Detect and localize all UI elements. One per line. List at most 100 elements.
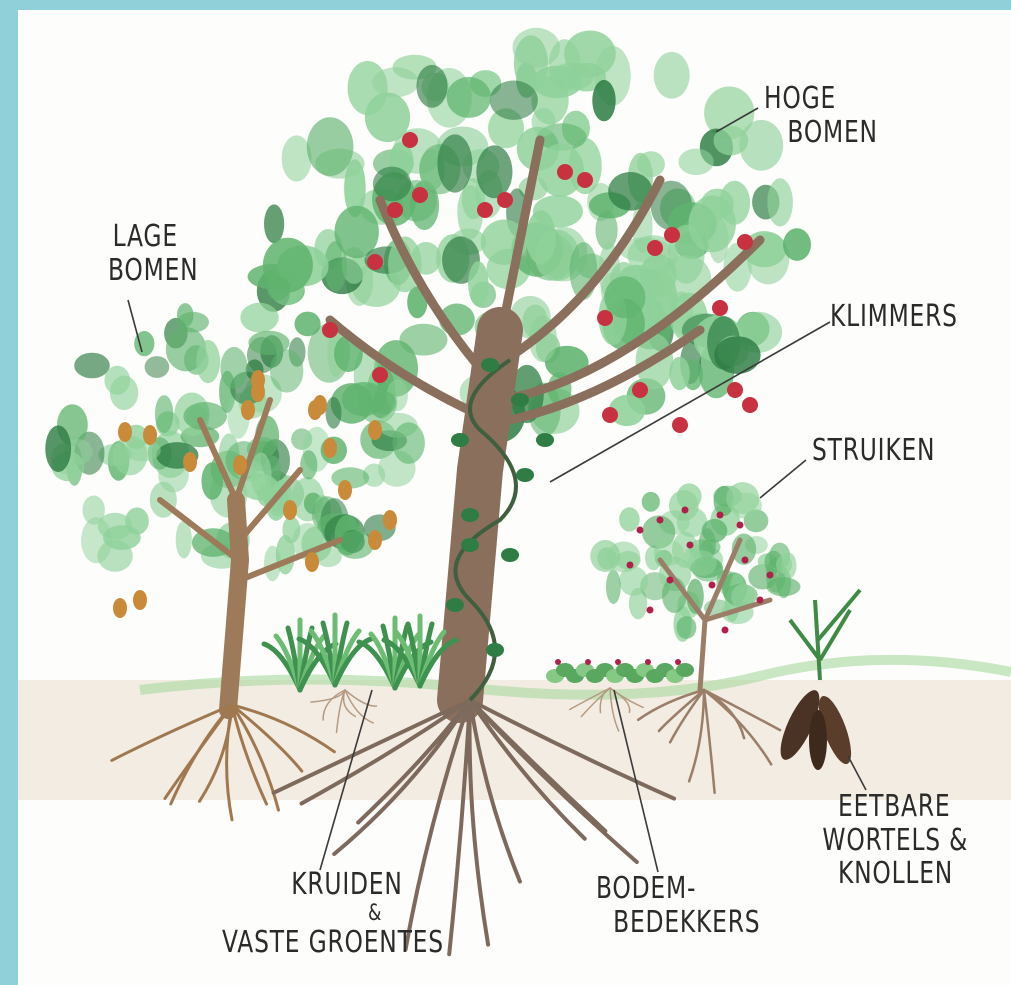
leaf-blob <box>730 493 762 519</box>
label-line: KLIMMERS <box>830 300 958 334</box>
leaf-blob <box>98 513 132 540</box>
leaf-blob <box>264 204 284 243</box>
berry <box>667 577 674 584</box>
leaf-blob <box>619 507 640 531</box>
leaf-blob <box>688 550 717 576</box>
leaf-blob <box>767 178 793 226</box>
apple <box>402 132 418 148</box>
berry <box>682 507 689 514</box>
pear <box>368 420 382 440</box>
leaf-blob <box>714 336 760 374</box>
label-line: BODEM- <box>596 872 760 906</box>
label-line: LAGE <box>108 220 198 254</box>
label-line: WORTELS & <box>822 824 968 858</box>
pear <box>338 480 352 500</box>
apple <box>737 234 753 250</box>
leaf-blob <box>400 324 448 356</box>
label-line: STRUIKEN <box>812 434 935 468</box>
vine-leaf <box>501 548 519 562</box>
leader-struiken <box>760 460 806 498</box>
leaf-blob <box>702 519 728 543</box>
leaf-blob <box>393 422 425 464</box>
groundcover-berry <box>645 659 651 665</box>
label-line: KRUIDEN <box>222 868 444 902</box>
leaf-blob <box>783 228 811 261</box>
label-struiken: STRUIKEN <box>812 434 935 468</box>
berry <box>737 522 744 529</box>
leaf-blob <box>45 425 71 472</box>
leaf-blob <box>196 340 220 383</box>
label-line: HOGE <box>764 82 878 116</box>
leaf-blob <box>348 61 388 115</box>
leaf-blob <box>342 382 386 416</box>
leaf-blob <box>267 276 289 300</box>
berry <box>647 607 654 614</box>
label-lage-bomen: LAGE BOMEN <box>108 220 198 287</box>
leaf-blob <box>416 65 447 108</box>
leaf-blob <box>447 77 491 118</box>
apple <box>672 417 688 433</box>
leaf-blob <box>678 149 713 175</box>
vine-leaf <box>536 433 554 447</box>
vine-leaf <box>461 508 479 522</box>
leaf-blob <box>125 440 161 462</box>
apple <box>367 254 383 270</box>
apple <box>602 407 618 423</box>
pear <box>283 500 297 520</box>
berry <box>687 542 694 549</box>
label-bodembedekkers: BODEM- BEDEKKERS <box>596 872 760 939</box>
leaf-blob <box>654 52 690 99</box>
leaf-blob <box>220 347 247 389</box>
pear <box>241 400 255 420</box>
pear <box>368 530 382 550</box>
label-line: KNOLLEN <box>838 857 968 891</box>
pear <box>143 425 157 445</box>
groundcover-leaf <box>676 663 694 677</box>
leaf-blob <box>767 577 801 596</box>
berry <box>657 517 664 524</box>
leaf-blob <box>468 261 488 306</box>
pear <box>183 452 197 472</box>
vine-leaf <box>446 598 464 612</box>
apple <box>632 382 648 398</box>
groundcover-berry <box>675 659 681 665</box>
apple <box>727 382 743 398</box>
leaf-blob <box>476 145 512 198</box>
pear <box>113 598 127 618</box>
label-eetbare-wortels: EETBARE WORTELS & KNOLLEN <box>838 790 968 891</box>
leaf-blob <box>74 353 110 379</box>
apple <box>577 172 593 188</box>
berry <box>717 512 724 519</box>
berry <box>757 597 764 604</box>
pear <box>133 590 147 610</box>
pear <box>323 438 337 458</box>
leaf-blob <box>642 492 660 512</box>
pear <box>233 455 247 475</box>
berry <box>709 582 716 589</box>
leaf-blob <box>590 540 620 572</box>
pear <box>118 422 132 442</box>
leaf-blob <box>145 356 170 378</box>
leaf-blob <box>533 195 583 228</box>
leaf-blob <box>437 134 472 192</box>
leaf-blob <box>604 276 645 318</box>
apple <box>387 202 403 218</box>
apple <box>647 240 663 256</box>
label-line: BOMEN <box>108 254 198 288</box>
label-line: VASTE GROENTES <box>222 926 444 960</box>
pear <box>313 395 327 415</box>
apple <box>557 164 573 180</box>
pear <box>305 552 319 572</box>
leaf-blob <box>300 450 317 479</box>
label-line: EETBARE <box>838 790 968 824</box>
leaf-blob <box>295 312 321 337</box>
groundcover-berry <box>615 659 621 665</box>
leaf-blob <box>677 483 702 509</box>
apple <box>742 397 758 413</box>
leaf-blob <box>248 331 289 355</box>
leaf-blob <box>592 80 615 121</box>
label-kruiden: KRUIDEN & VASTE GROENTES <box>222 868 444 960</box>
leaf-blob <box>606 569 621 604</box>
apple <box>412 187 428 203</box>
